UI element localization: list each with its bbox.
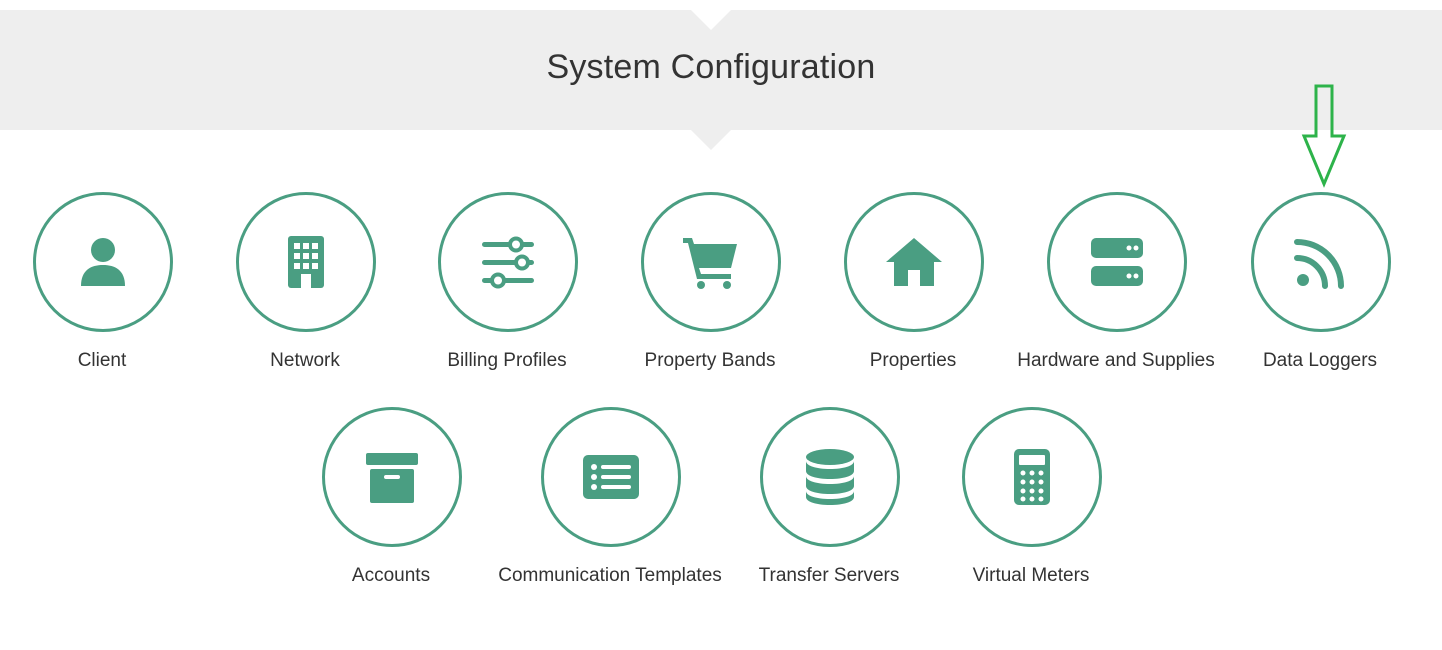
server-icon: [1091, 238, 1143, 286]
home-icon: [886, 238, 942, 286]
tile-billing-profiles[interactable]: Billing Profiles: [387, 192, 627, 392]
tile-circle[interactable]: [641, 192, 781, 332]
tile-label: Property Bands: [644, 350, 776, 371]
tile-circle[interactable]: [236, 192, 376, 332]
tile-accounts[interactable]: Accounts: [271, 407, 511, 607]
tile-virtual-meters[interactable]: Virtual Meters: [911, 407, 1151, 607]
tile-circle[interactable]: [760, 407, 900, 547]
tile-label: Billing Profiles: [447, 350, 567, 371]
tile-circle[interactable]: [322, 407, 462, 547]
tile-circle[interactable]: [1047, 192, 1187, 332]
tile-hardware-and-supplies[interactable]: Hardware and Supplies: [996, 192, 1236, 392]
user-icon: [81, 238, 125, 286]
tile-label: Properties: [869, 350, 957, 371]
calculator-icon: [1014, 449, 1050, 505]
tile-label: Hardware and Supplies: [1017, 350, 1215, 371]
database-icon: [806, 449, 854, 505]
tile-transfer-servers[interactable]: Transfer Servers: [709, 407, 949, 607]
list-icon: [583, 455, 639, 499]
tile-property-bands[interactable]: Property Bands: [590, 192, 830, 392]
tile-client[interactable]: Client: [0, 192, 222, 392]
tile-communication-templates[interactable]: Communication Templates: [490, 407, 730, 607]
rss-icon: [1294, 239, 1344, 289]
down-arrow-icon: [1301, 84, 1347, 188]
tile-circle[interactable]: [438, 192, 578, 332]
header-notch-top: [691, 10, 731, 30]
tile-circle[interactable]: [1251, 192, 1391, 332]
tile-label: Accounts: [351, 565, 431, 586]
cart-icon: [683, 238, 737, 289]
tile-circle[interactable]: [33, 192, 173, 332]
tile-circle[interactable]: [844, 192, 984, 332]
tile-label: Transfer Servers: [758, 565, 900, 586]
tile-label: Communication Templates: [498, 565, 722, 586]
tile-label: Network: [270, 350, 340, 371]
tile-data-loggers[interactable]: Data Loggers: [1200, 192, 1440, 392]
tile-properties[interactable]: Properties: [793, 192, 1033, 392]
tile-network[interactable]: Network: [185, 192, 425, 392]
tile-circle[interactable]: [962, 407, 1102, 547]
tile-circle[interactable]: [541, 407, 681, 547]
tile-label: Client: [77, 350, 127, 371]
sliders-icon: [482, 236, 534, 289]
archive-icon: [366, 453, 418, 503]
tile-label: Virtual Meters: [972, 565, 1090, 586]
tile-label: Data Loggers: [1262, 350, 1378, 371]
header-band: [0, 10, 1442, 130]
header-notch-bottom: [691, 130, 731, 150]
page-title: System Configuration: [546, 48, 876, 86]
building-icon: [288, 236, 324, 288]
